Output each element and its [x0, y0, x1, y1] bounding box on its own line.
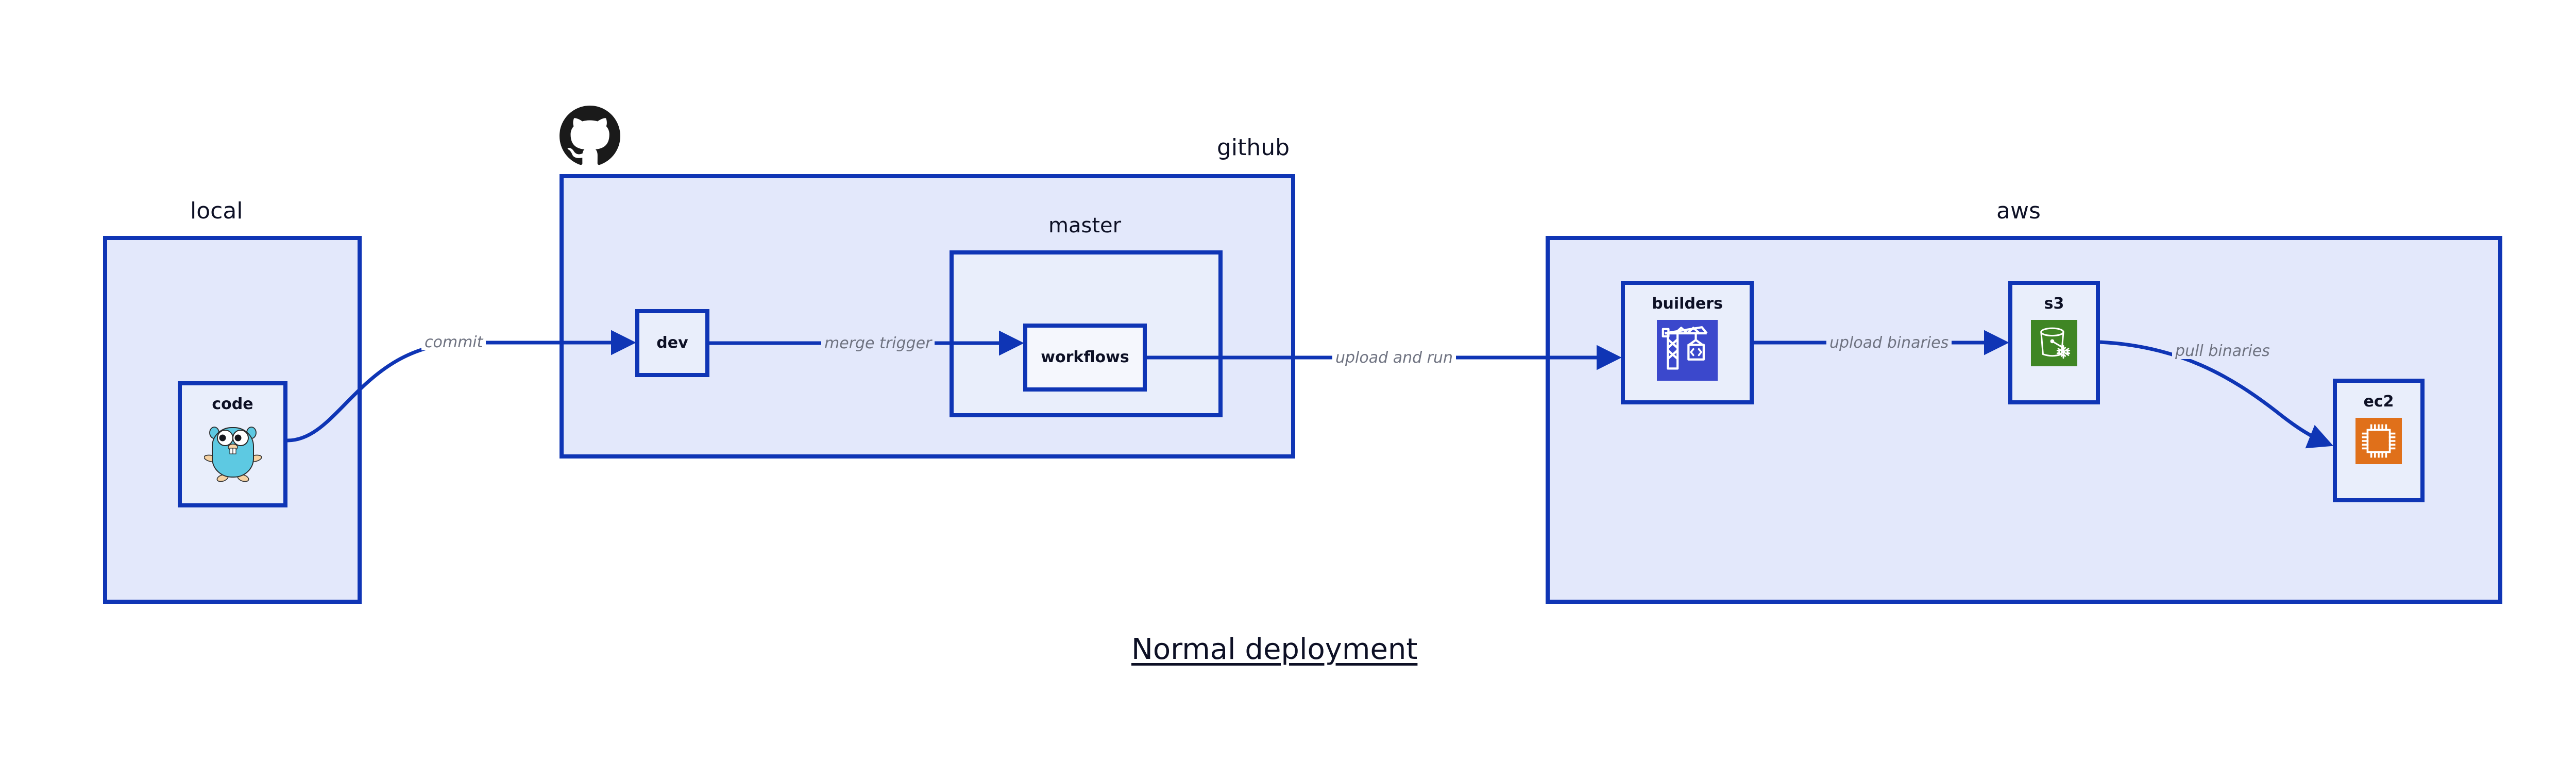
node-workflows-label: workflows: [1041, 348, 1129, 366]
diagram-title: Normal deployment: [1131, 633, 1418, 666]
group-label-master: master: [1048, 214, 1122, 237]
github-octocat-logo: [560, 106, 620, 168]
aws-codebuild-icon: [1657, 320, 1718, 383]
group-label-local: local: [190, 198, 243, 224]
node-s3[interactable]: s3: [2008, 281, 2100, 404]
node-builders[interactable]: builders: [1621, 281, 1754, 404]
go-gopher-icon: [203, 421, 262, 484]
aws-s3-glacier-icon: [2031, 320, 2077, 368]
node-ec2-label: ec2: [2363, 393, 2394, 411]
edge-label-upload-and-run: upload and run: [1332, 350, 1456, 366]
node-code-label: code: [212, 395, 253, 413]
node-code[interactable]: code: [178, 381, 287, 507]
node-s3-label: s3: [2044, 295, 2064, 313]
edge-label-merge-trigger: merge trigger: [821, 336, 935, 351]
node-builders-label: builders: [1652, 295, 1723, 313]
node-workflows[interactable]: workflows: [1023, 324, 1147, 392]
node-ec2[interactable]: ec2: [2333, 379, 2425, 502]
node-dev-label: dev: [656, 334, 688, 352]
node-dev[interactable]: dev: [635, 309, 709, 377]
group-label-github: github: [1217, 134, 1290, 161]
aws-ec2-icon: [2355, 418, 2402, 466]
edge-label-pull-binaries: pull binaries: [2172, 344, 2273, 359]
group-label-aws: aws: [1996, 198, 2041, 224]
edge-label-upload-binaries: upload binaries: [1826, 335, 1952, 351]
edge-label-commit: commit: [421, 335, 486, 350]
